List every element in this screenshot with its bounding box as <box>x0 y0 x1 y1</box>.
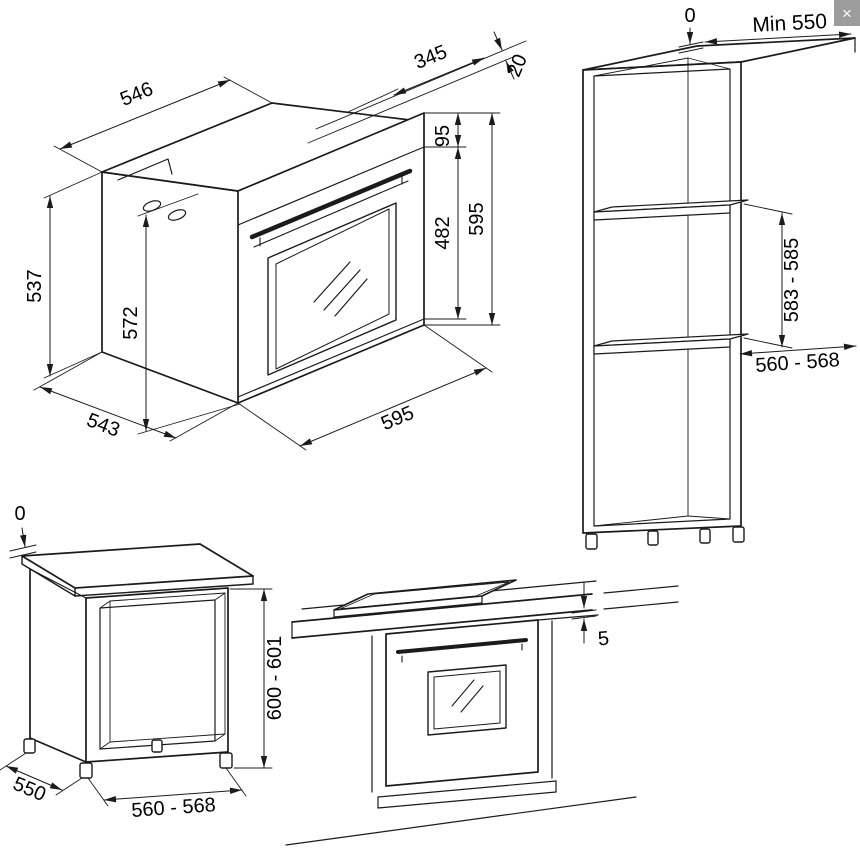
built-under-dimensions <box>571 582 597 644</box>
oven-handle <box>249 168 413 240</box>
close-icon: × <box>842 3 852 23</box>
tall-cabinet-drawing: 0 Min 550 583 - 585 560 - 568 <box>582 5 857 550</box>
cabinet-foot <box>647 530 659 546</box>
hob <box>333 579 517 618</box>
oven-top-depth-label: 345 <box>411 41 450 74</box>
close-button[interactable]: × <box>834 0 860 26</box>
base-cabinet-top-clearance-label: 0 <box>14 503 25 525</box>
cabinet-foot <box>79 762 93 779</box>
tall-cabinet-dimensions <box>678 27 857 357</box>
tall-cabinet-dimension-labels: 0 Min 550 583 - 585 560 - 568 <box>684 5 840 377</box>
base-cabinet-carcass <box>21 543 254 779</box>
cabinet-foot <box>699 528 711 544</box>
cabinet-foot <box>23 738 36 754</box>
built-under-dimension-labels: 5 <box>597 628 610 651</box>
built-under-oven-front <box>377 614 599 809</box>
tall-cabinet-min-depth-label: Min 550 <box>752 10 828 37</box>
oven-fascia-width-label: 595 <box>378 402 417 435</box>
built-in-oven-drawing: 546 345 20 95 482 595 537 572 543 595 <box>24 31 532 451</box>
worktop-clearance-label: 5 <box>597 628 610 651</box>
cabinet-foot <box>151 739 163 753</box>
base-cabinet-niche-width-label: 560 - 568 <box>131 794 217 822</box>
oven-knob <box>167 209 187 221</box>
base-cabinet-niche-height-label: 600 - 601 <box>264 636 286 721</box>
oven-inner-height-label: 572 <box>120 306 142 339</box>
tall-cabinet-niche-height-label: 583 - 585 <box>781 238 803 323</box>
tall-cabinet-shelf <box>593 199 749 221</box>
tall-cabinet-niche-width-label: 560 - 568 <box>755 349 841 377</box>
cabinet-foot <box>219 752 233 769</box>
oven-door-window <box>267 202 397 376</box>
tall-cabinet-top-clearance-label: 0 <box>684 5 695 27</box>
oven-control-panel-height-label: 95 <box>432 125 454 147</box>
base-cabinet-dimensions <box>0 527 273 807</box>
tall-cabinet-carcass <box>582 37 856 550</box>
oven-body-width-label: 546 <box>117 78 156 111</box>
oven-body-height-label: 537 <box>24 269 46 302</box>
base-cabinet-depth-label: 550 <box>10 773 49 806</box>
built-under-scene <box>285 579 679 846</box>
cabinet-foot <box>585 533 598 550</box>
oven-body <box>101 102 411 404</box>
oven-dimensions <box>33 31 527 451</box>
cabinet-foot <box>732 526 745 543</box>
oven-fascia-height-label: 595 <box>466 202 488 235</box>
oven-handle <box>396 638 528 654</box>
built-under-oven-drawing: 5 <box>285 579 679 846</box>
oven-door-height-label: 482 <box>432 216 454 249</box>
tall-cabinet-shelf <box>593 333 749 355</box>
oven-fascia-protrusion-label: 20 <box>503 51 532 80</box>
oven-body-depth-label: 543 <box>84 409 123 441</box>
base-cabinet-drawing: 0 600 - 601 550 560 - 568 <box>0 503 286 822</box>
oven-door-window <box>427 664 507 736</box>
